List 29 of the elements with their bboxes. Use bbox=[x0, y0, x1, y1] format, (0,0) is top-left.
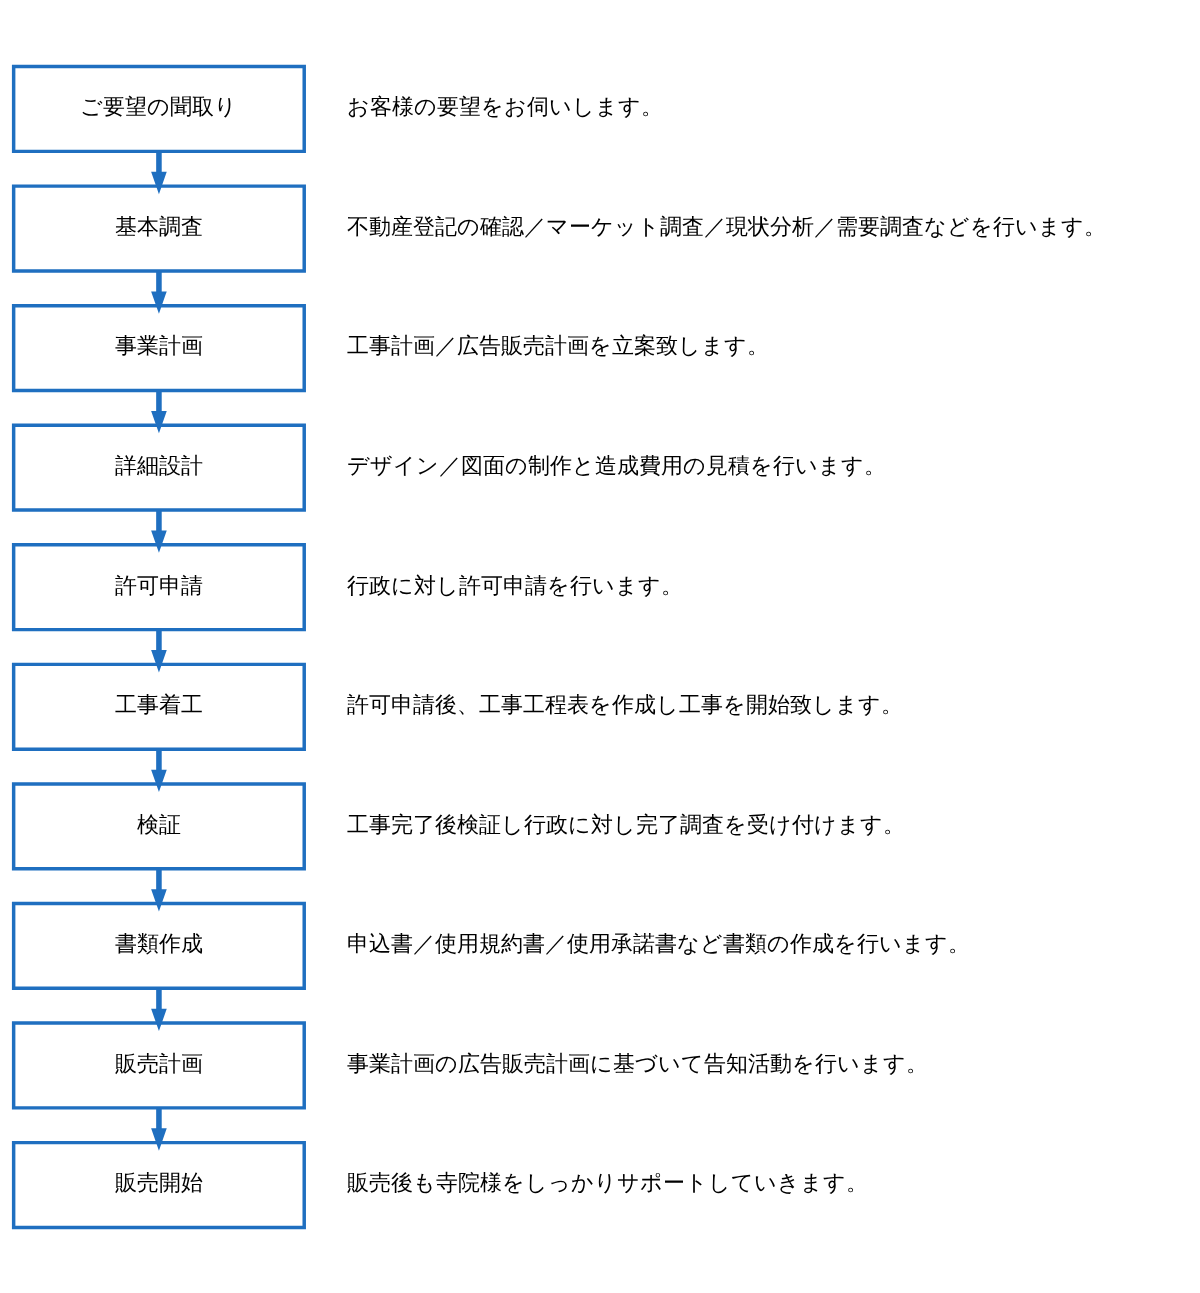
node-box: ご要望の聞取り bbox=[11, 64, 306, 153]
node-label: デザイン／図面の制作と造成費用の見積を行います。 bbox=[346, 451, 886, 478]
node-box: 工事着工 bbox=[11, 662, 306, 751]
node-box: 事業計画 bbox=[11, 303, 306, 392]
arrow bbox=[151, 390, 167, 433]
node-label: 工事計画／広告販売計画を立案致します。 bbox=[346, 331, 769, 358]
node-box: 書類作成 bbox=[11, 901, 306, 990]
node-box: 販売開始 bbox=[11, 1140, 306, 1229]
arrow bbox=[151, 270, 167, 314]
node-box: 検証 bbox=[11, 781, 306, 870]
node-box: 詳細設計 bbox=[11, 423, 306, 512]
arrow bbox=[151, 151, 167, 194]
arrow bbox=[151, 749, 167, 792]
node-box: 許可申請 bbox=[11, 542, 306, 631]
arrow bbox=[151, 988, 167, 1031]
node-label: 許可申請後、工事工程表を作成し工事を開始致します。 bbox=[346, 690, 903, 717]
node-label: 申込書／使用規約書／使用承諾書など書類の作成を行います。 bbox=[346, 929, 970, 956]
arrow bbox=[151, 510, 167, 553]
node-label: 工事完了後検証し行政に対し完了調査を受け付けます。 bbox=[346, 810, 905, 837]
node-box: 基本調査 bbox=[11, 183, 306, 273]
node-box: 販売計画 bbox=[11, 1020, 306, 1110]
arrow bbox=[151, 868, 167, 912]
node-label: 事業計画の広告販売計画に基づいて告知活動を行います。 bbox=[346, 1049, 928, 1076]
node-label: 販売後も寺院様をしっかりサポートしていきます。 bbox=[346, 1168, 868, 1195]
node-label: 不動産登記の確認／マーケット調査／現状分析／需要調査などを行います。 bbox=[346, 212, 1106, 239]
node-label: お客様の要望をお伺いします。 bbox=[346, 92, 663, 119]
arrow bbox=[151, 629, 167, 672]
node-label: 行政に対し許可申請を行います。 bbox=[346, 571, 683, 597]
arrow bbox=[151, 1107, 167, 1151]
